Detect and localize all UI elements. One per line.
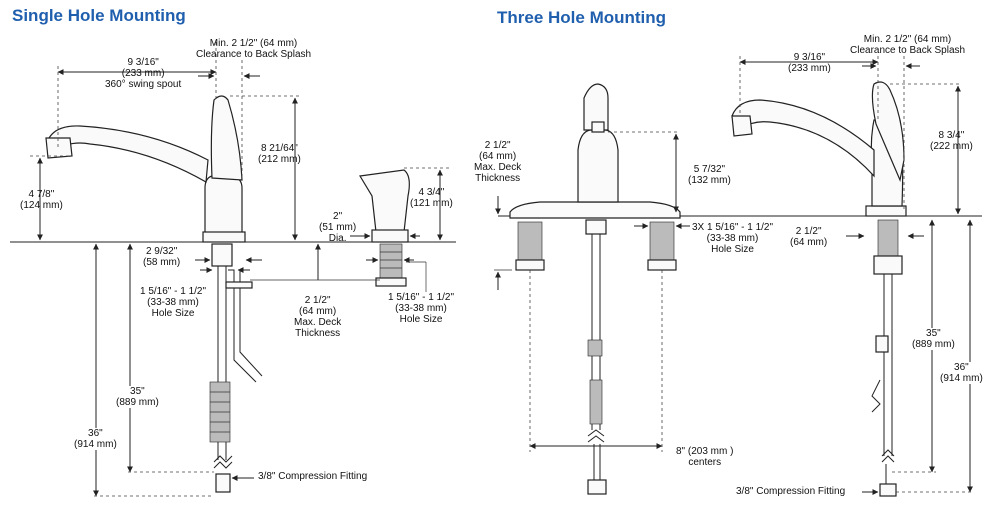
three-reach-label: 9 3/16"(233 mm) bbox=[788, 52, 831, 74]
single-35-label: 35"(889 mm) bbox=[116, 386, 159, 408]
single-height-label: 8 21/64"(212 mm) bbox=[258, 143, 301, 165]
single-side-spray bbox=[359, 169, 410, 287]
three-36-label: 36"(914 mm) bbox=[940, 362, 983, 384]
title-three-hole: Three Hole Mounting bbox=[497, 8, 667, 27]
single-base-dia-label: 2 9/32"(58 mm) bbox=[143, 246, 181, 268]
spray-hole-size-label: 1 5/16" - 1 1/2"(33-38 mm)Hole Size bbox=[388, 292, 455, 325]
spray-dia-label: 2"(51 mm)Dia. bbox=[319, 211, 357, 244]
title-single-hole: Single Hole Mounting bbox=[12, 6, 186, 25]
three-front-view bbox=[509, 83, 681, 495]
spray-height-label: 4 3/4"(121 mm) bbox=[410, 187, 453, 209]
single-hole-drawing bbox=[10, 42, 456, 497]
three-hole-size-label: 3X 1 5/16" - 1 1/2"(33-38 mm)Hole Size bbox=[692, 222, 774, 255]
three-side-view bbox=[731, 81, 907, 497]
three-centers-label: 8" (203 mm )centers bbox=[676, 446, 734, 468]
single-36-label: 36"(914 mm) bbox=[74, 428, 117, 450]
single-hole-size-label: 1 5/16" - 1 1/2"(33-38 mm)Hole Size bbox=[140, 286, 207, 319]
single-reach-label: 9 3/16"(233 mm)360° swing spout bbox=[105, 57, 182, 90]
three-fitting-label: 3/8" Compression Fitting bbox=[736, 486, 846, 497]
three-hole-drawing bbox=[494, 56, 982, 497]
three-front-height-label: 5 7/32"(132 mm) bbox=[688, 164, 731, 186]
single-spout-height-label: 4 7/8"(124 mm) bbox=[20, 189, 63, 211]
three-height-label: 8 3/4"(222 mm) bbox=[930, 130, 973, 152]
three-clearance-label: Min. 2 1/2" (64 mm)Clearance to Back Spl… bbox=[850, 34, 966, 56]
three-35-label: 35"(889 mm) bbox=[912, 328, 955, 350]
single-faucet bbox=[45, 95, 263, 493]
three-base-label: 2 1/2"(64 mm) bbox=[790, 226, 828, 248]
single-clearance-label: Min. 2 1/2" (64 mm)Clearance to Back Spl… bbox=[196, 38, 312, 60]
single-fitting-label: 3/8" Compression Fitting bbox=[258, 471, 368, 482]
